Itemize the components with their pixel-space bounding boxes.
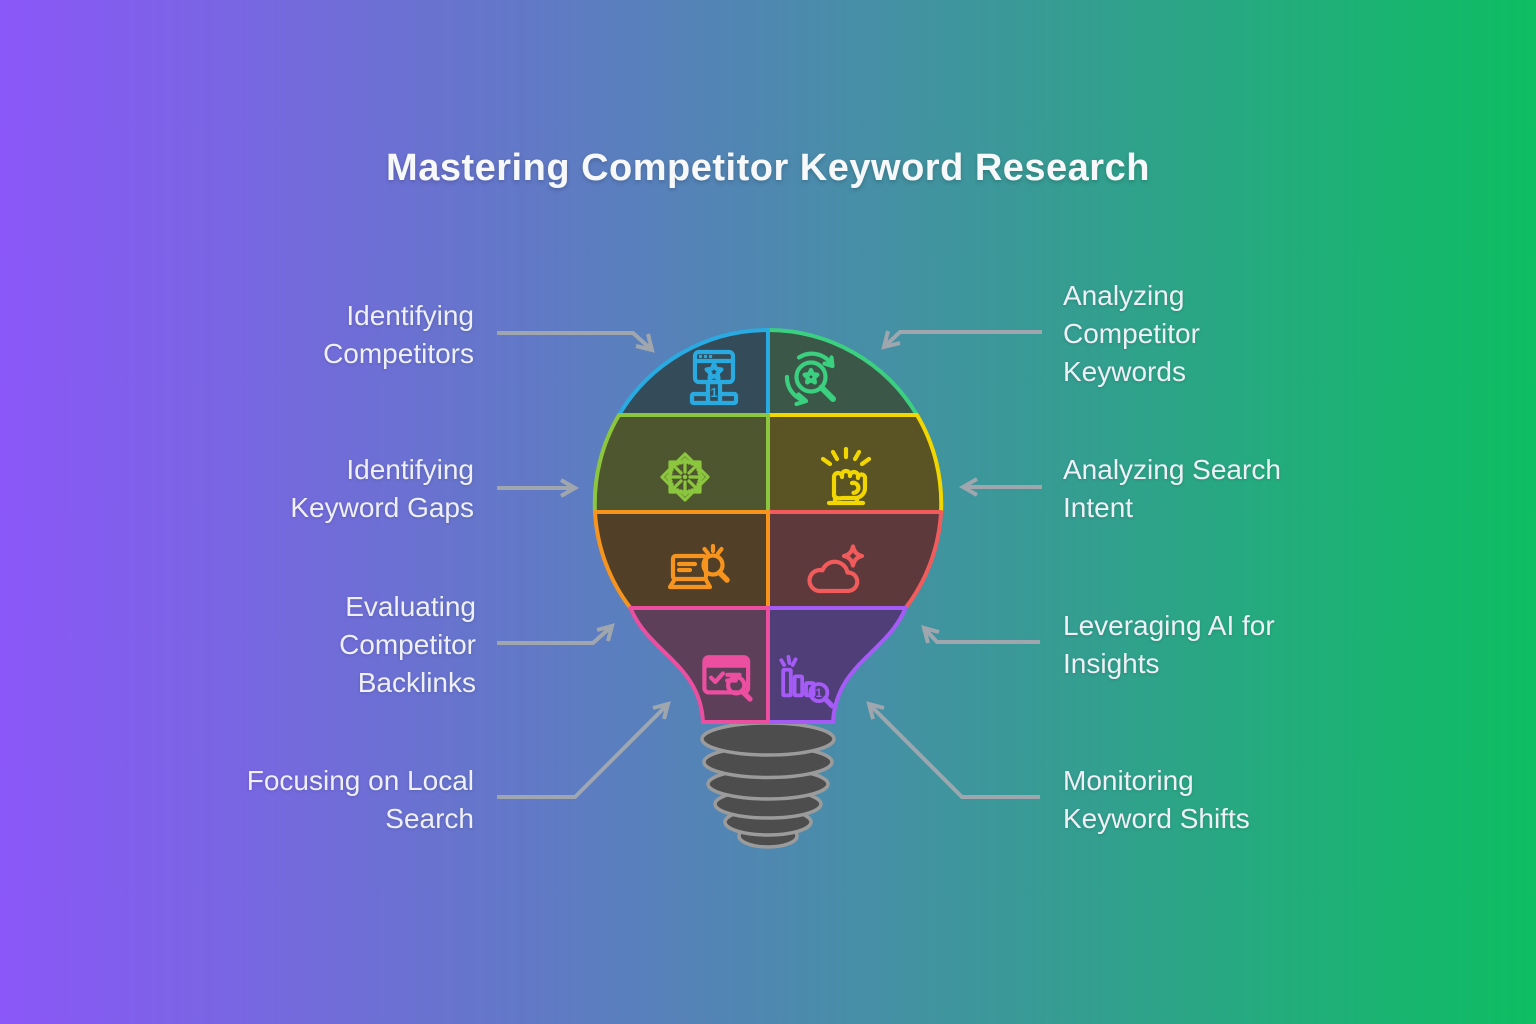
- label-line: Monitoring: [1063, 765, 1194, 796]
- label-line: Intent: [1063, 492, 1134, 523]
- arrow-evaluating-competitor-backlinks: [497, 623, 615, 645]
- connector-arrows: [497, 330, 1042, 799]
- label-line: Identifying: [346, 300, 474, 331]
- screw-ridge: [700, 721, 836, 757]
- label-line: Focusing on Local: [246, 765, 474, 796]
- bulb-section-evaluating-competitor-backlinks: [593, 510, 770, 610]
- label-identifying-keyword-gaps: Identifying Keyword Gaps: [290, 451, 474, 527]
- arrow-identifying-competitors: [497, 331, 655, 353]
- label-line: Analyzing Search: [1063, 454, 1281, 485]
- label-line: Competitors: [323, 338, 474, 369]
- label-line: Evaluating: [345, 591, 476, 622]
- label-identifying-competitors: Identifying Competitors: [323, 297, 474, 373]
- power-fist-rays-icon: [820, 446, 872, 506]
- label-line: Keywords: [1063, 356, 1186, 387]
- label-line: Keyword Shifts: [1063, 803, 1250, 834]
- label-line: Analyzing: [1063, 280, 1185, 311]
- eight-direction-arrows-icon: [660, 452, 710, 502]
- label-analyzing-competitor-keywords: Analyzing Competitor Keywords: [1063, 277, 1200, 391]
- label-line: Leveraging AI for: [1063, 610, 1275, 641]
- podium-first-place-browser-icon: 1: [689, 349, 739, 406]
- infographic-title: Mastering Competitor Keyword Research: [386, 147, 1150, 189]
- label-analyzing-search-intent: Analyzing Search Intent: [1063, 451, 1281, 527]
- laptop-search-icon: [667, 543, 730, 590]
- label-line: Competitor: [339, 629, 476, 660]
- arrow-analyzing-competitor-keywords: [881, 330, 1042, 350]
- label-line: Keyword Gaps: [290, 492, 474, 523]
- label-monitoring-keyword-shifts: Monitoring Keyword Shifts: [1063, 762, 1250, 838]
- bulb-sections: [592, 328, 944, 724]
- webpage-check-search-icon: [702, 655, 753, 702]
- arrow-monitoring-keyword-shifts: [866, 701, 1040, 799]
- chart-rank-number: 1: [816, 686, 823, 700]
- label-line: Insights: [1063, 648, 1160, 679]
- podium-rank-number: 1: [710, 385, 717, 400]
- arrow-focusing-on-local-search: [497, 701, 671, 799]
- arrow-leveraging-ai-for-insights: [921, 625, 1040, 644]
- bulb-section-monitoring-keyword-shifts: [766, 606, 908, 724]
- label-line: Identifying: [346, 454, 474, 485]
- cloud-sparkle-icon: [807, 544, 865, 594]
- bulb-section-analyzing-competitor-keywords: [766, 328, 919, 417]
- label-line: Backlinks: [357, 667, 476, 698]
- label-line: Search: [385, 803, 474, 834]
- bar-chart-rank-search-icon: 1: [779, 655, 835, 709]
- label-line: Competitor: [1063, 318, 1200, 349]
- star-search-refresh-icon: [784, 351, 836, 407]
- label-evaluating-competitor-backlinks: Evaluating Competitor Backlinks: [339, 588, 476, 702]
- arrow-identifying-keyword-gaps: [497, 478, 580, 498]
- label-leveraging-ai-for-insights: Leveraging AI for Insights: [1063, 607, 1275, 683]
- arrow-analyzing-search-intent: [958, 477, 1042, 497]
- label-focusing-on-local-search: Focusing on Local Search: [247, 762, 474, 838]
- bulb-screw-base: [700, 721, 836, 849]
